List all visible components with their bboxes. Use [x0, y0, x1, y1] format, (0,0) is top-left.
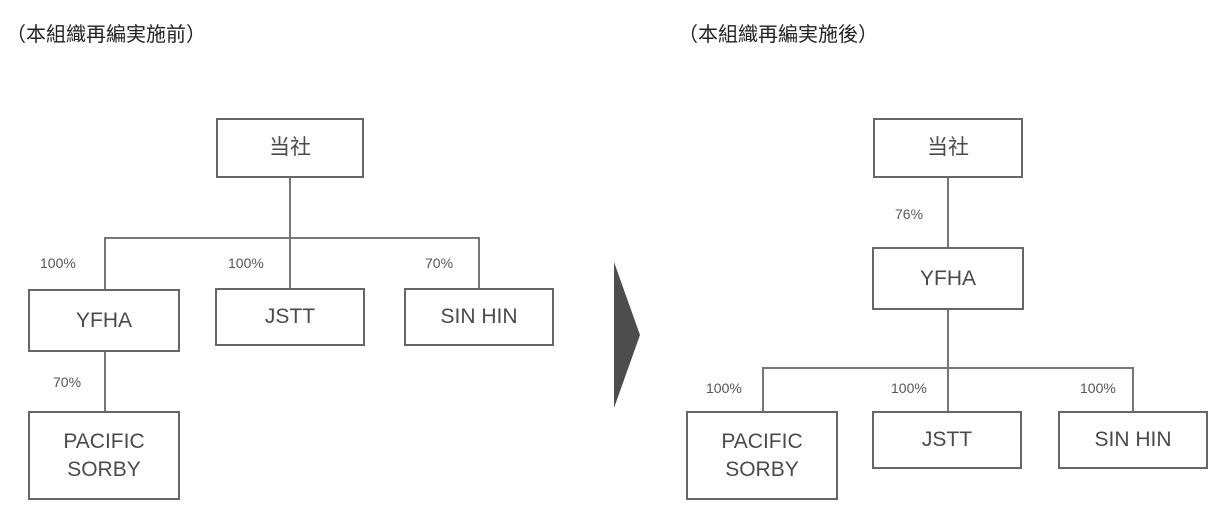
- before-connector-pacific: [104, 350, 106, 413]
- before-jstt-ownership: 100%: [228, 255, 264, 271]
- after-connector-yfha-trunk: [947, 308, 949, 368]
- before-sinhin-ownership: 70%: [425, 255, 454, 271]
- after-jstt-box: JSTT: [872, 411, 1022, 469]
- after-connector-pacific: [762, 367, 764, 412]
- before-yfha-box: YFHA: [28, 289, 180, 352]
- after-sinhin-ownership: 100%: [1080, 380, 1116, 396]
- transition-arrow-shape: [614, 262, 640, 408]
- before-pacific-sorby-label: PACIFIC SORBY: [63, 429, 145, 481]
- after-yfha-label: YFHA: [919, 266, 976, 290]
- before-yfha-ownership: 100%: [40, 255, 76, 271]
- before-parent-label: 当社: [269, 136, 311, 159]
- before-connector-bus: [104, 237, 480, 239]
- after-jstt-label: JSTT: [921, 428, 973, 451]
- before-connector-sinhin: [478, 237, 480, 289]
- before-connector-jstt: [289, 237, 291, 289]
- after-pacific-sorby-label: PACIFIC SORBY: [721, 429, 803, 481]
- after-parent-box: 当社: [873, 118, 1023, 178]
- after-sinhin-label: SIN HIN: [1094, 428, 1172, 451]
- after-connector-jstt: [947, 367, 949, 412]
- after-pacific-sorby-ownership: 100%: [706, 380, 742, 396]
- after-parent-label: 当社: [927, 136, 969, 159]
- before-pacific-sorby-box: PACIFIC SORBY: [28, 411, 180, 500]
- after-jstt-ownership: 100%: [891, 380, 927, 396]
- before-sinhin-label: SIN HIN: [440, 305, 518, 328]
- before-yfha-label: YFHA: [75, 308, 132, 332]
- before-jstt-label: JSTT: [264, 305, 316, 328]
- before-heading: （本組織再編実施前）: [6, 22, 206, 46]
- before-connector-yfha: [104, 237, 106, 289]
- before-jstt-box: JSTT: [215, 288, 365, 346]
- transition-arrow-icon: [614, 262, 640, 408]
- before-parent-box: 当社: [216, 118, 364, 178]
- after-yfha-box: YFHA: [872, 247, 1024, 310]
- after-pacific-sorby-box: PACIFIC SORBY: [686, 411, 838, 500]
- after-connector-sinhin: [1132, 367, 1134, 412]
- after-heading: （本組織再編実施後）: [678, 22, 878, 46]
- before-pacific-sorby-ownership: 70%: [53, 374, 82, 390]
- after-sinhin-box: SIN HIN: [1058, 411, 1208, 469]
- after-yfha-ownership: 76%: [895, 206, 924, 222]
- before-sinhin-box: SIN HIN: [404, 288, 554, 346]
- before-connector-parent-trunk: [289, 176, 291, 238]
- after-connector-parent-yfha: [947, 176, 949, 248]
